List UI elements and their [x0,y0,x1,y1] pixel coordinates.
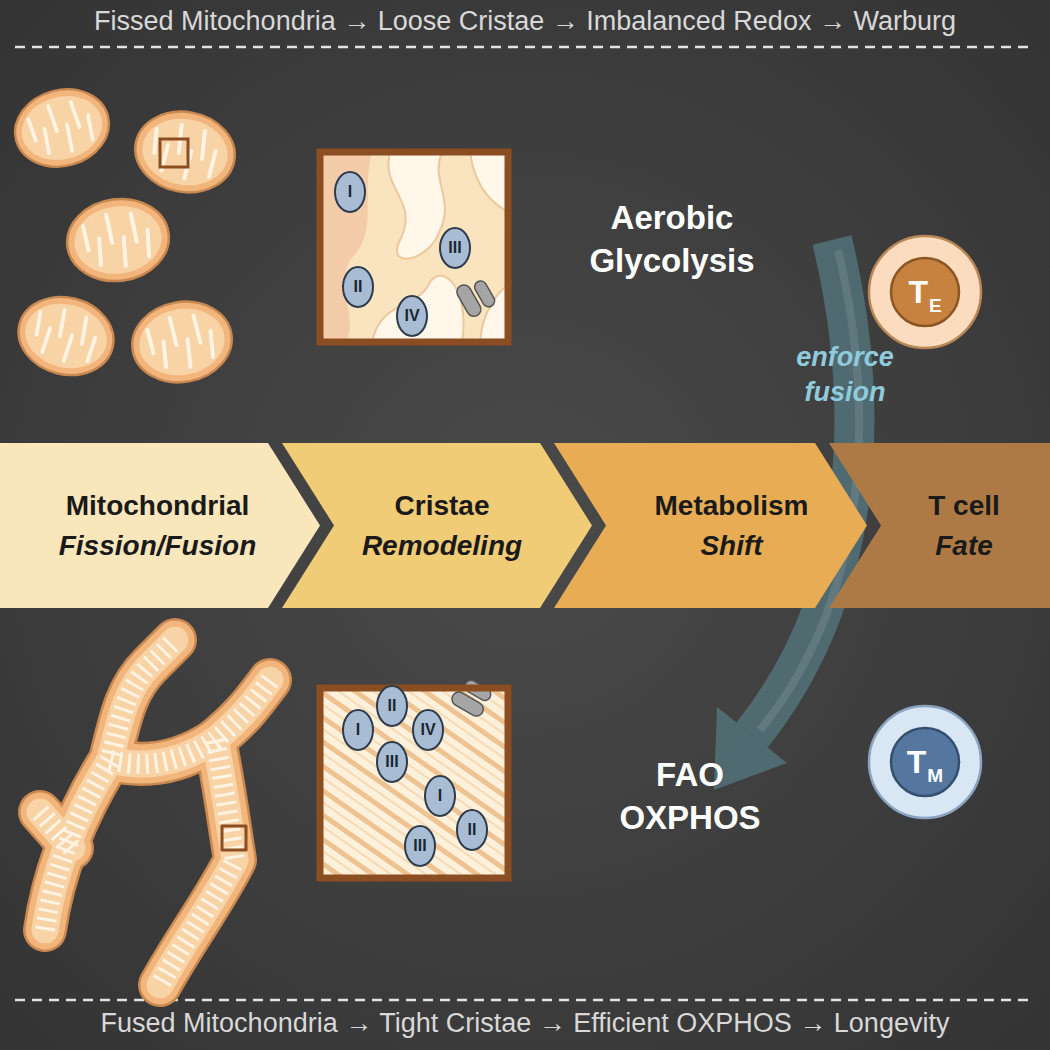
fused-mitochondria [40,640,270,985]
metabolism-label: FAO OXPHOS [610,754,770,840]
stage-subtitle: Remodeling [362,526,522,566]
complex-oval: III [375,740,409,784]
node-shape [282,443,592,608]
complex-shape [343,267,373,307]
stage-title: Metabolism [654,486,808,526]
metabolism-label: Aerobic Glycolysis [567,197,777,283]
complex-numeral: I [356,721,360,739]
complex-oval: II [375,684,409,728]
complex-numeral: III [448,239,461,257]
complex-oval: II [341,265,375,309]
loose-cristae-inset [320,152,508,342]
complex-numeral: III [385,753,398,771]
node-shape [0,443,320,608]
fissed-mitochondria [6,79,241,390]
complex-oval: III [403,824,437,868]
complex-shape [413,710,443,750]
t-cell-circle: TE [865,232,985,352]
complex-oval: IV [395,294,429,338]
tight-cristae-inset [320,676,508,878]
t-cell-circle: TM [865,702,985,822]
complex-oval: II [455,808,489,852]
stage-chevron: CristaeRemodeling [282,443,592,608]
complex-numeral: II [354,278,363,296]
complex-numeral: II [388,697,397,715]
stage-chevron: MitochondrialFission/Fusion [0,443,320,608]
dashed-rule [15,46,1035,49]
cell-subscript: E [929,295,942,316]
complex-numeral: IV [420,721,435,739]
cell-nucleus [891,728,959,796]
complex-shape [377,742,407,782]
cell-symbol: T [908,274,928,310]
node-shape [554,443,867,608]
complex-oval: I [341,708,375,752]
complex-shape [343,710,373,750]
cell-membrane [869,236,981,348]
complex-shape [457,810,487,850]
complex-numeral: II [468,821,477,839]
label-box: FAO OXPHOS [610,754,770,840]
label-box: Fissed Mitochondria → Loose Cristae → Im… [5,4,1045,39]
cell-nucleus [891,258,959,326]
stage-title: T cell [928,486,1000,526]
complex-numeral: I [348,183,352,201]
cell-membrane [869,706,981,818]
label-box: Fused Mitochondria → Tight Cristae → Eff… [5,1006,1045,1041]
complex-oval: I [333,170,367,214]
complex-shape [405,826,435,866]
complex-numeral: III [413,837,426,855]
stage-chevron: T cellFate [829,443,1050,608]
chevron-shape [829,443,1050,608]
chevron-shape [282,443,592,608]
label-box: Aerobic Glycolysis [567,197,777,283]
complex-shape [440,228,470,268]
chevron-shape [554,443,867,608]
complex-numeral: IV [404,307,419,325]
complex-shape [425,776,455,816]
cell-symbol: T [907,744,927,780]
cell-subscript: M [927,765,943,786]
label-box: enforce fusion [770,340,920,410]
complex-shape [397,296,427,336]
stage-title: Mitochondrial [66,486,250,526]
chevron-shape [0,443,320,608]
stage-chevron: MetabolismShift [554,443,867,608]
header-text: Fissed Mitochondria → Loose Cristae → Im… [94,4,956,39]
complex-oval: IV [411,708,445,752]
arrow-label: enforce fusion [770,340,920,410]
stage-subtitle: Fate [935,526,993,566]
complex-oval: III [438,226,472,270]
node-shape [829,443,1050,608]
stage-title: Cristae [395,486,490,526]
complex-oval: I [423,774,457,818]
footer-text: Fused Mitochondria → Tight Cristae → Eff… [101,1006,950,1041]
stage-subtitle: Shift [700,526,762,566]
complex-shape [335,172,365,212]
complex-shape [377,686,407,726]
complex-numeral: I [438,787,442,805]
stage-subtitle: Fission/Fusion [59,526,257,566]
